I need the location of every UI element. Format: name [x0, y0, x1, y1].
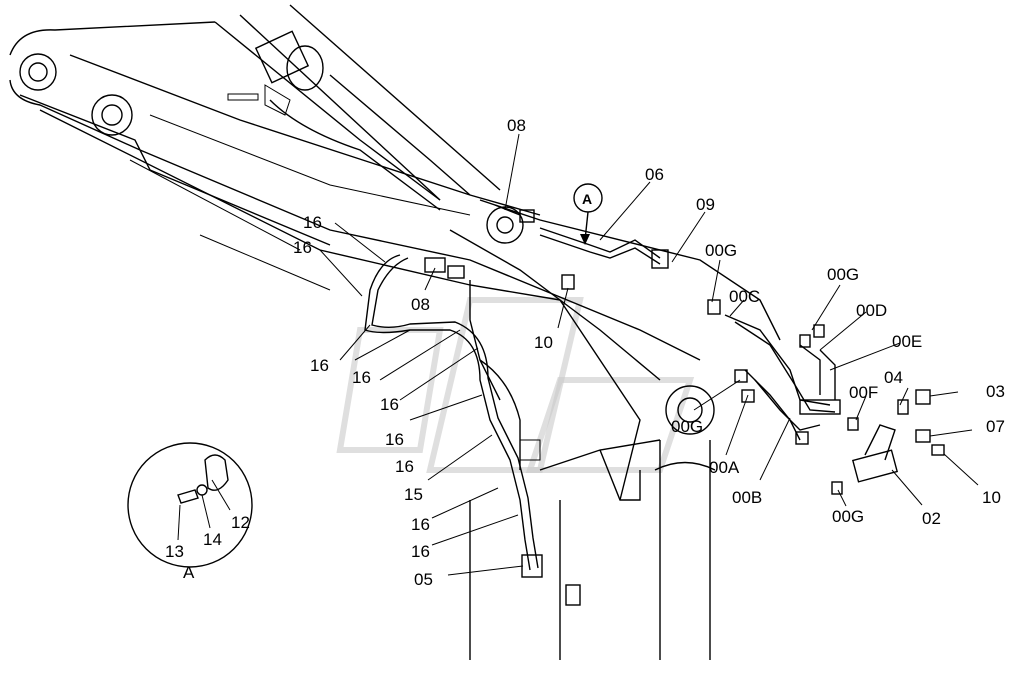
label-06: 06 — [645, 165, 664, 184]
label-10-right: 10 — [982, 488, 1001, 507]
label-16-f: 16 — [385, 430, 404, 449]
label-00F: 00F — [849, 383, 878, 402]
label-16-d: 16 — [352, 368, 371, 387]
boom-cylinder — [227, 4, 501, 211]
boom — [9, 21, 701, 361]
label-16-h: 16 — [411, 515, 430, 534]
label-15: 15 — [404, 485, 423, 504]
detail-caption-a: A — [183, 563, 195, 582]
label-03: 03 — [986, 382, 1005, 401]
label-13: 13 — [165, 542, 184, 561]
label-00G-bottom: 00G — [832, 507, 864, 526]
label-07: 07 — [986, 417, 1005, 436]
label-02: 02 — [922, 509, 941, 528]
label-00D: 00D — [856, 301, 887, 320]
leader-lines — [319, 133, 979, 576]
detail-a-view — [127, 442, 253, 568]
label-00E: 00E — [892, 332, 922, 351]
label-00C: 00C — [729, 287, 760, 306]
label-14: 14 — [203, 530, 222, 549]
label-16-g: 16 — [395, 457, 414, 476]
arm — [449, 199, 781, 660]
label-00A: 00A — [709, 458, 740, 477]
label-09: 09 — [696, 195, 715, 214]
label-16-e: 16 — [380, 395, 399, 414]
label-00G-mid: 00G — [671, 417, 703, 436]
label-08-mid: 08 — [411, 295, 430, 314]
label-08-top: 08 — [507, 116, 526, 135]
label-10-top: 10 — [534, 333, 553, 352]
detail-marker-a: A — [582, 191, 592, 207]
fittings — [494, 204, 945, 495]
label-12: 12 — [231, 513, 250, 532]
label-16-a: 16 — [303, 213, 322, 232]
callout-a — [573, 183, 603, 245]
label-00B: 00B — [732, 488, 762, 507]
label-04: 04 — [884, 368, 903, 387]
label-00G-right: 00G — [827, 265, 859, 284]
label-05: 05 — [414, 570, 433, 589]
pipe-bundle — [724, 314, 899, 483]
label-16-c: 16 — [310, 356, 329, 375]
label-16-b: 16 — [293, 238, 312, 257]
part-labels: 08 06 09 00G 16 16 08 10 00C 00G 00D 00E… — [165, 116, 1005, 589]
label-16-i: 16 — [411, 542, 430, 561]
label-00G-top: 00G — [705, 241, 737, 260]
